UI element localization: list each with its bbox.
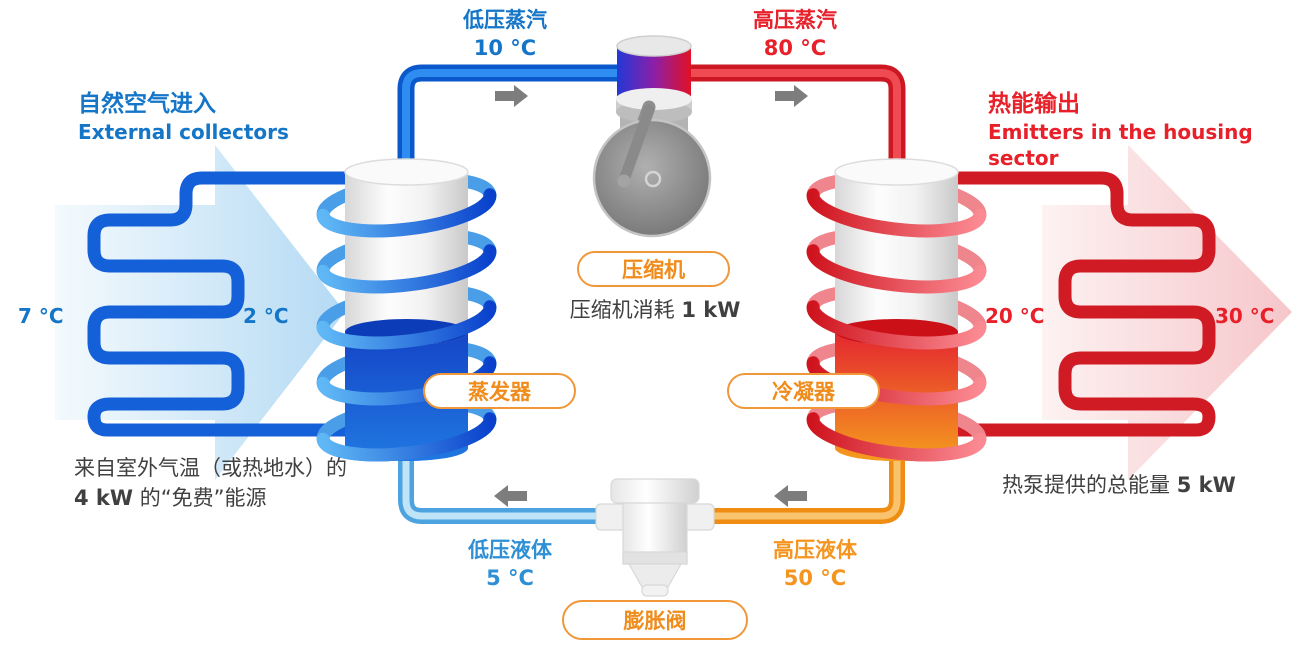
- compressor-label-pill: 压缩机: [577, 251, 730, 287]
- total-energy-value: 5 kW: [1176, 473, 1236, 497]
- low-pressure-liquid-temp: 5 °C: [486, 566, 534, 590]
- condenser-cylinder: [834, 158, 959, 462]
- free-energy-note: 来自室外气温（或热地水）的 4 kW 的“免费”能源: [74, 453, 414, 513]
- high-pressure-liquid-pipe: [709, 440, 905, 524]
- low-pressure-vapor-name: 低压蒸汽: [463, 8, 547, 32]
- flywheel-hub: [644, 170, 662, 188]
- heat-out-header-en: Emitters in the housing sector: [988, 120, 1253, 170]
- flywheel: [592, 118, 712, 238]
- flow-arrow-top-left-icon: [495, 85, 528, 107]
- compressor-consumption-note: 压缩机消耗 1 kW: [500, 295, 810, 325]
- high-pressure-vapor-label: 高压蒸汽 80 °C: [705, 6, 885, 62]
- high-pressure-liquid-temp: 50 °C: [783, 566, 847, 590]
- heat-out-header: 热能输出 Emitters in the housing sector: [988, 90, 1300, 171]
- evaporator-cylinder: [344, 158, 469, 462]
- low-pressure-liquid-pipe: [398, 440, 601, 524]
- low-pressure-vapor-label: 低压蒸汽 10 °C: [415, 6, 595, 62]
- flow-arrow-bottom-right-icon: [774, 485, 807, 507]
- free-energy-line1: 来自室外气温（或热地水）的: [74, 456, 347, 480]
- evaporator-label-pill: 蒸发器: [423, 373, 576, 409]
- high-pressure-vapor-temp: 80 °C: [763, 36, 827, 60]
- compressor-label: 压缩机: [622, 258, 685, 282]
- condenser-label: 冷凝器: [772, 380, 835, 404]
- compressor-illustration: [592, 35, 712, 238]
- flow-arrow-top-right-icon: [775, 85, 808, 107]
- free-energy-line2: 4 kW 的“免费”能源: [74, 483, 414, 513]
- low-pressure-vapor-pipe: [397, 64, 620, 190]
- compressor-consumption-text: 压缩机消耗: [569, 298, 682, 322]
- free-energy-rest: 的“免费”能源: [133, 486, 267, 510]
- free-energy-value: 4 kW: [74, 486, 134, 510]
- air-in-header-zh: 自然空气进入: [78, 91, 216, 117]
- air-outlet-temp: 2 °C: [243, 304, 289, 328]
- evaporator-label: 蒸发器: [468, 380, 531, 404]
- house-outlet-temp: 30 °C: [1215, 304, 1275, 328]
- house-inlet-temp: 20 °C: [985, 304, 1045, 328]
- high-pressure-vapor-pipe: [688, 64, 906, 190]
- low-pressure-vapor-temp: 10 °C: [473, 36, 537, 60]
- expansion-valve-label: 膨胀阀: [623, 609, 687, 633]
- air-in-header-en: External collectors: [78, 120, 289, 144]
- high-pressure-liquid-label: 高压液体 50 °C: [730, 536, 900, 592]
- expansion-valve-illustration: [595, 478, 715, 597]
- flow-arrow-bottom-left-icon: [494, 485, 527, 507]
- heat-out-header-zh: 热能输出: [988, 91, 1080, 117]
- condenser-label-pill: 冷凝器: [727, 373, 880, 409]
- total-energy-text: 热泵提供的总能量: [1002, 473, 1177, 497]
- high-pressure-vapor-name: 高压蒸汽: [753, 8, 837, 32]
- total-energy-note: 热泵提供的总能量 5 kW: [1002, 470, 1298, 500]
- low-pressure-liquid-label: 低压液体 5 °C: [425, 536, 595, 592]
- compressor-consumption-value: 1 kW: [681, 298, 741, 322]
- housing-emitter-pipe: [930, 171, 1216, 437]
- expansion-valve-label-pill: 膨胀阀: [562, 600, 748, 640]
- air-in-header: 自然空气进入 External collectors: [78, 90, 378, 145]
- low-pressure-liquid-name: 低压液体: [468, 538, 552, 562]
- air-inlet-temp: 7 °C: [18, 304, 64, 328]
- external-collector-pipe: [87, 171, 373, 437]
- high-pressure-liquid-name: 高压液体: [773, 538, 857, 562]
